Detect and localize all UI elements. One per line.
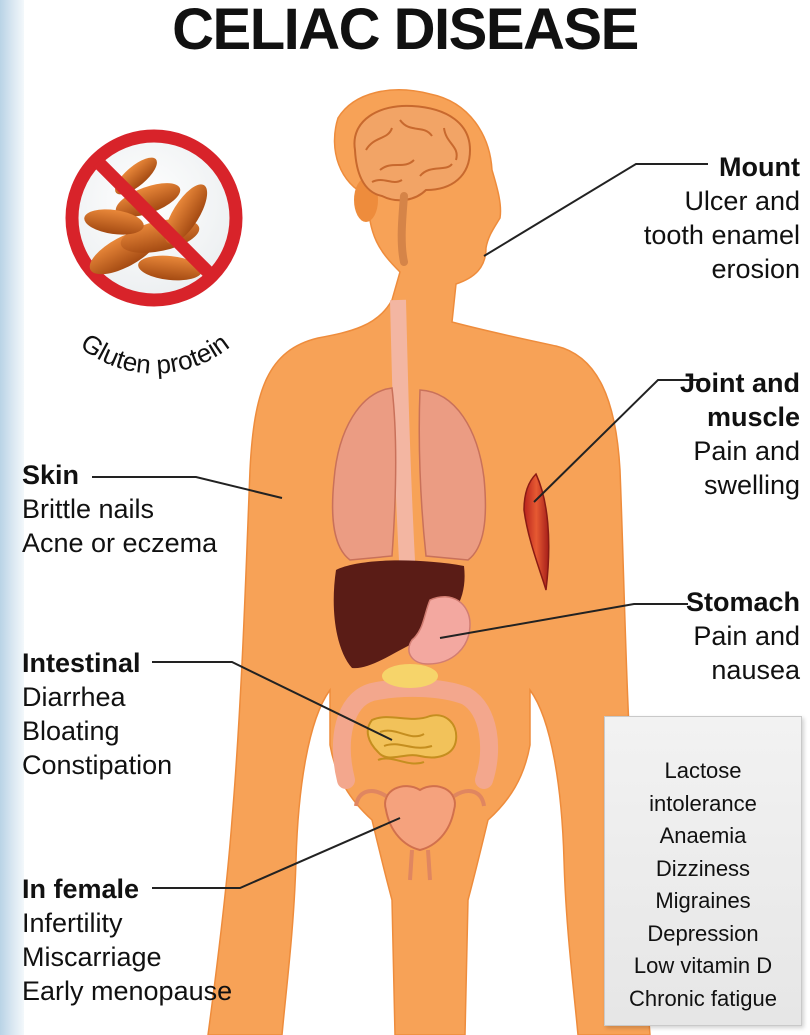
callout-intestinal: Intestinal Diarrhea Bloating Constipatio… [22, 646, 172, 782]
callout-line: nausea [686, 653, 800, 687]
callout-stomach: Stomach Pain and nausea [686, 585, 800, 687]
callout-line: erosion [644, 252, 800, 286]
symptom-item: Depression [605, 918, 801, 951]
gluten-label: Gluten protein [76, 327, 235, 380]
callout-line: Diarrhea [22, 680, 172, 714]
callout-line: swelling [680, 468, 800, 502]
callout-line: Pain and [680, 434, 800, 468]
callout-line: Constipation [22, 748, 172, 782]
symptom-item: Dizziness [605, 853, 801, 886]
callout-line: tooth enamel [644, 218, 800, 252]
esophagus [398, 300, 408, 580]
callout-line: Infertility [22, 906, 232, 940]
callout-heading: Mount [644, 150, 800, 184]
symptom-item: Lactose [605, 755, 801, 788]
symptom-item: Migraines [605, 885, 801, 918]
callout-heading: In female [22, 872, 232, 906]
callout-line: Early menopause [22, 974, 232, 1008]
symptom-item: Anaemia [605, 820, 801, 853]
symptom-item: Chronic fatigue [605, 983, 801, 1016]
callout-heading: muscle [680, 400, 800, 434]
callout-female: In female Infertility Miscarriage Early … [22, 872, 232, 1008]
page-title: CELIAC DISEASE [0, 0, 810, 63]
symptom-item: intolerance [605, 788, 801, 821]
callout-line: Bloating [22, 714, 172, 748]
callout-heading: Intestinal [22, 646, 172, 680]
callout-line: Acne or eczema [22, 526, 217, 560]
callout-joint: Joint and muscle Pain and swelling [680, 366, 800, 502]
callout-mouth: Mount Ulcer and tooth enamel erosion [644, 150, 800, 286]
callout-heading: Skin [22, 458, 217, 492]
gluten-no-sign: Gluten protein [66, 136, 244, 380]
callout-heading: Joint and [680, 366, 800, 400]
callout-line: Miscarriage [22, 940, 232, 974]
callout-line: Brittle nails [22, 492, 217, 526]
other-symptoms-panel: Lactose intolerance Anaemia Dizziness Mi… [604, 716, 802, 1026]
other-symptoms-list: Lactose intolerance Anaemia Dizziness Mi… [605, 717, 801, 1015]
callout-heading: Stomach [686, 585, 800, 619]
symptom-item: Low vitamin D [605, 950, 801, 983]
callout-line: Pain and [686, 619, 800, 653]
callout-skin: Skin Brittle nails Acne or eczema [22, 458, 217, 560]
callout-line: Ulcer and [644, 184, 800, 218]
